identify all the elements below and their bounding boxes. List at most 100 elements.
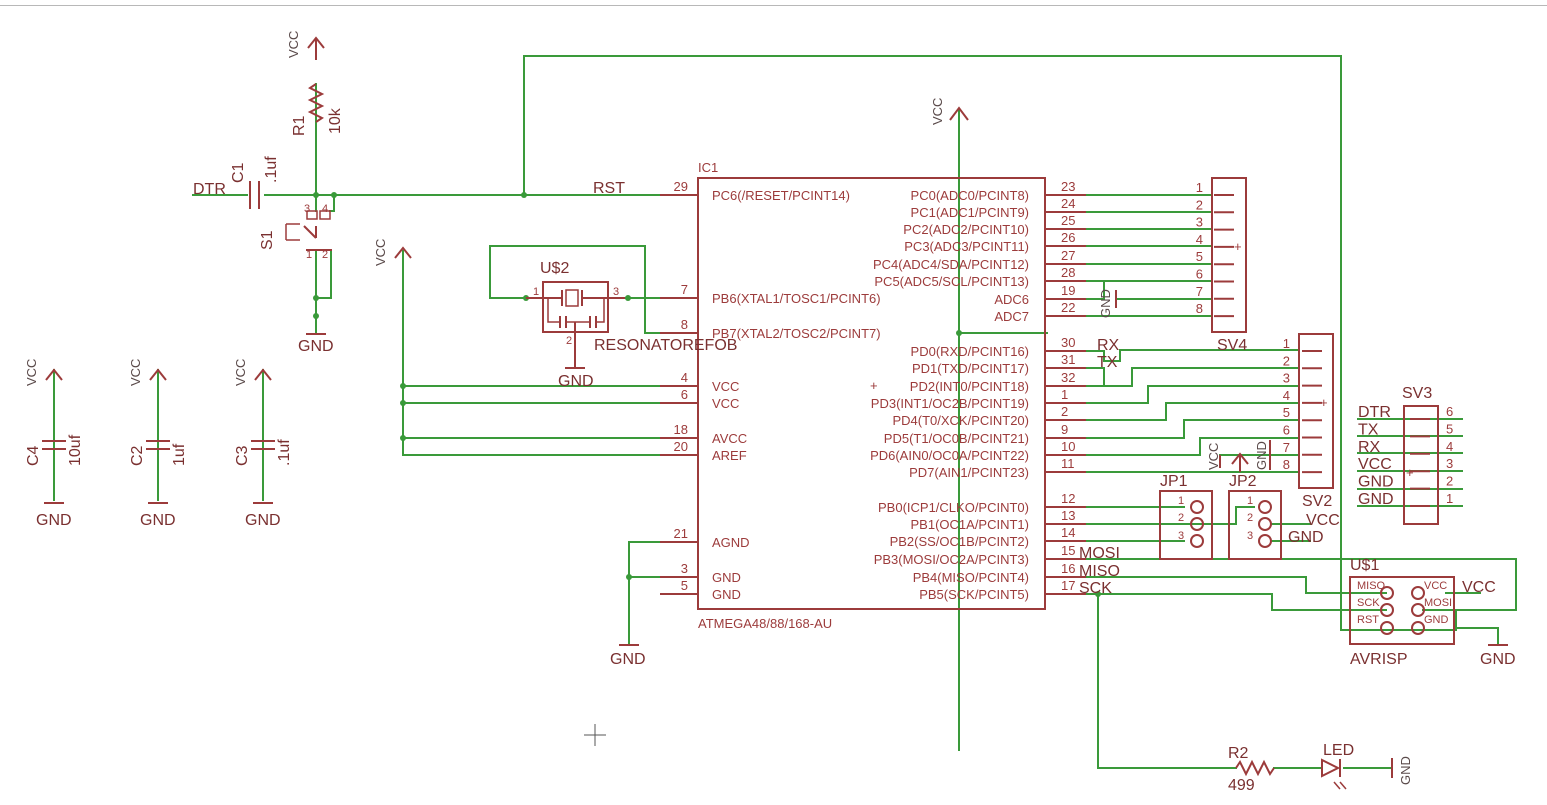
rx-net-label: RX [1097, 337, 1120, 354]
ic1-pin-number: 13 [1061, 508, 1075, 523]
ic1-pin-name: AREF [712, 448, 747, 463]
ic1-pin-number: 31 [1061, 352, 1075, 367]
ic1-pin-name: ADC6 [994, 292, 1029, 307]
svg-text:3: 3 [613, 286, 619, 298]
ic1-pin-number: 29 [674, 179, 688, 194]
svg-text:VCC: VCC [286, 31, 301, 58]
ic1-pin-name: PC3(ADC3/PCINT11) [904, 239, 1029, 254]
ic1-pin-number: 23 [1061, 179, 1075, 194]
s1-switch[interactable]: 3 4 1 2 S1 [259, 203, 332, 261]
header-pin-number: 3 [1446, 456, 1453, 471]
svg-text:GND: GND [245, 512, 281, 529]
header-pin-number: 2 [1446, 474, 1453, 489]
ic1-pin-number: 11 [1061, 456, 1075, 471]
vcc-symbol: VCC [373, 239, 412, 266]
svg-text:AVRISP: AVRISP [1350, 651, 1408, 668]
svg-text:SCK: SCK [1357, 597, 1380, 609]
svg-text:1uf: 1uf [171, 443, 188, 466]
vcc-symbol: VCC [930, 98, 969, 125]
svg-text:R1: R1 [291, 115, 308, 136]
ic1-pin-name: PC0(ADC0/PCINT8) [911, 188, 1029, 203]
header-pin-number: 2 [1196, 197, 1203, 212]
r2-resistor[interactable]: R2 499 [1228, 745, 1275, 794]
c1-capacitor[interactable]: C1 .1uf [230, 156, 280, 209]
svg-text:+: + [1320, 395, 1328, 410]
ic1-pin-number: 32 [1061, 370, 1075, 385]
ic1-pin-name: AVCC [712, 431, 747, 446]
svg-text:2: 2 [1178, 512, 1184, 524]
ic1-pin-name: GND [712, 587, 741, 602]
ic1-pin-number: 17 [1061, 578, 1075, 593]
svg-text:GND: GND [1098, 289, 1113, 318]
vcc-symbol: VCC [286, 31, 325, 60]
header-pin-number: 1 [1446, 491, 1453, 506]
header-pin-number: 5 [1196, 249, 1203, 264]
svg-text:VCC: VCC [1424, 580, 1447, 592]
header-pin-number: 2 [1283, 353, 1290, 368]
svg-text:VCC: VCC [24, 359, 39, 386]
ic1-pin-number: 21 [674, 526, 688, 541]
svg-text:2: 2 [566, 335, 572, 347]
led-diode[interactable]: LED [1321, 742, 1354, 790]
svg-text:SV2: SV2 [1302, 493, 1332, 510]
svg-text:GND: GND [610, 651, 646, 668]
r1-resistor[interactable]: R1 10k [291, 83, 344, 136]
sv3-net-label: DTR [1358, 404, 1391, 421]
svg-text:10uf: 10uf [67, 434, 84, 466]
svg-text:VCC: VCC [1462, 579, 1496, 596]
svg-text:RST: RST [1357, 614, 1379, 626]
svg-text:C2: C2 [129, 445, 146, 466]
header-pin-number: 3 [1283, 371, 1290, 386]
header-pin-number: 4 [1283, 388, 1290, 403]
svg-text:499: 499 [1228, 777, 1255, 794]
gnd-symbol: GND [298, 333, 334, 355]
ic1-pin-name: PD1(TXD/PCINT17) [912, 361, 1029, 376]
header-pin-number: 3 [1196, 215, 1203, 230]
header-pin-number: 1 [1196, 180, 1203, 195]
svg-text:VCC: VCC [373, 239, 388, 266]
svg-text:GND: GND [1398, 756, 1413, 785]
ic1-pin-name: ADC7 [994, 309, 1029, 324]
c3-capacitor[interactable]: VCC C3 .1uf GND [233, 359, 293, 529]
header-pin-number: 5 [1446, 421, 1453, 436]
svg-text:+: + [1234, 239, 1242, 254]
svg-text:MOSI: MOSI [1424, 597, 1452, 609]
jp2-jumper[interactable]: 1 2 3 JP2 VCC GND [1228, 473, 1340, 560]
svg-text:1: 1 [1178, 495, 1184, 507]
u2-resonator[interactable]: U$2 1 2 3 RESONATOREFOB GND [526, 260, 737, 390]
svg-text:C4: C4 [25, 445, 42, 466]
header-pin-number: 7 [1196, 284, 1203, 299]
ic1-pin-number: 26 [1061, 230, 1075, 245]
svg-text:VCC: VCC [128, 359, 143, 386]
gnd-symbol: GND [1254, 440, 1271, 470]
c4-capacitor[interactable]: VCC C4 10uf GND [24, 359, 84, 529]
ic1-pin-name: PD7(AIN1/PCINT23) [909, 465, 1029, 480]
svg-text:.1uf: .1uf [276, 439, 293, 466]
svg-text:SV4: SV4 [1217, 337, 1247, 354]
svg-text:S1: S1 [259, 230, 276, 250]
ic1-pin-name: PD0(RXD/PCINT16) [911, 344, 1029, 359]
ic1-part: ATMEGA48/88/168-AU [698, 616, 832, 631]
toolbar-strip [0, 0, 1547, 6]
svg-text:JP2: JP2 [1229, 473, 1257, 490]
ic1-pin-name: PB7(XTAL2/TOSC2/PCINT7) [712, 326, 881, 341]
ic1-pin-name: PB1(OC1A/PCINT1) [911, 517, 1029, 532]
ic1-pin-name: PD5(T1/OC0B/PCINT21) [884, 431, 1029, 446]
svg-text:U$2: U$2 [540, 260, 569, 277]
mosi-net-label: MOSI [1079, 545, 1120, 562]
rst-net-label: RST [593, 180, 625, 197]
ic1-right-pins: 23PC0(ADC0/PCINT8)24PC1(ADC1/PCINT9)25PC… [870, 179, 1086, 602]
crosshair-cursor-icon [584, 724, 606, 746]
u1-avrisp[interactable]: MISO VCC SCK MOSI RST GND U$1 AVRISP VCC [1349, 557, 1496, 668]
ic1-symbol[interactable]: IC1 ATMEGA48/88/168-AU + 29PC6(/RESET/PC… [660, 160, 1086, 631]
svg-text:.1uf: .1uf [263, 156, 280, 183]
c2-capacitor[interactable]: VCC C2 1uf GND [128, 359, 188, 529]
ic1-pin-name: PD3(INT1/OC2B/PCINT19) [871, 396, 1029, 411]
ic1-pin-number: 12 [1061, 491, 1075, 506]
jp1-jumper[interactable]: 1 2 3 JP1 [1159, 473, 1213, 560]
gnd-symbol: GND [1391, 756, 1413, 785]
